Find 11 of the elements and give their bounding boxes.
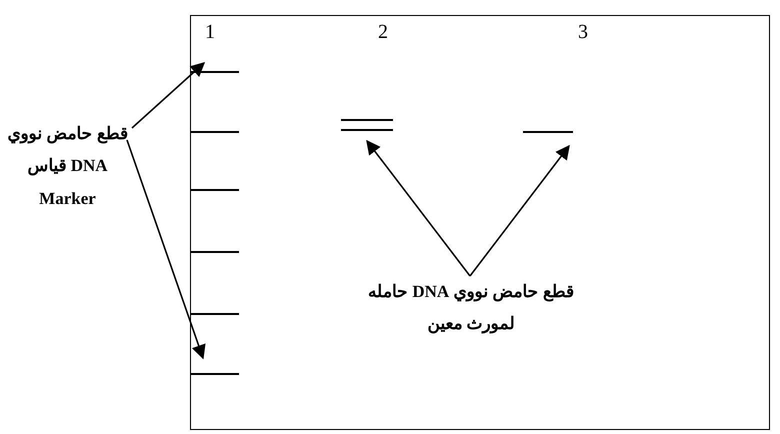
- double-band: [341, 119, 393, 131]
- lane-number: 3: [578, 20, 588, 44]
- text-label: قطع حامض نووي DNA حامله لمورث معين: [351, 276, 591, 341]
- text-label: قطع حامض نووي DNA قياس Marker: [5, 118, 130, 215]
- arrow: [366, 140, 471, 276]
- lane-number: 1: [205, 20, 215, 44]
- arrow: [469, 144, 570, 276]
- arrow: [131, 62, 206, 129]
- gel-outline: [190, 15, 770, 430]
- lane-number: 2: [378, 20, 388, 44]
- arrow: [126, 140, 206, 360]
